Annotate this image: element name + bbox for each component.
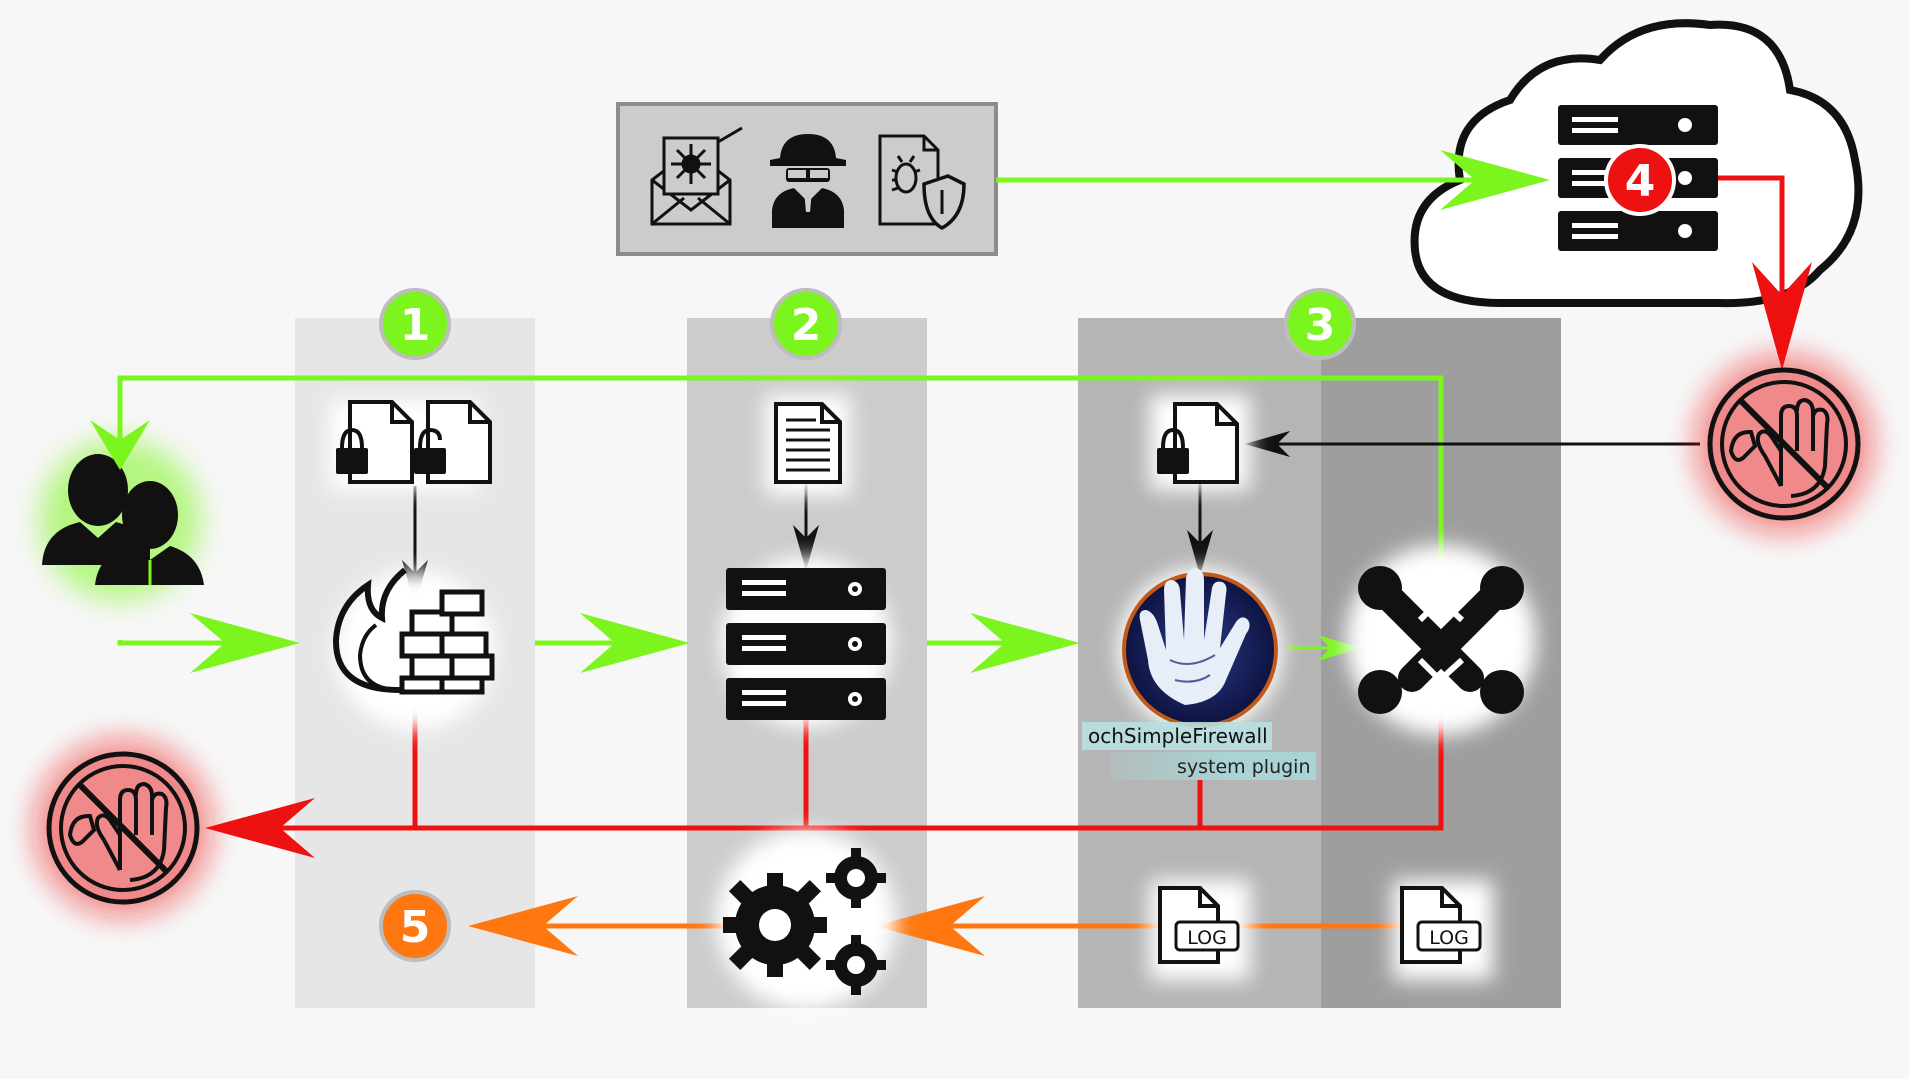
svg-text:2: 2 bbox=[791, 300, 822, 351]
svg-text:1: 1 bbox=[400, 300, 431, 351]
plugin-name-text: ochSimpleFirewall bbox=[1088, 724, 1268, 748]
svg-text:3: 3 bbox=[1305, 300, 1336, 351]
document-icon bbox=[765, 395, 850, 495]
step-badge-4: 4 bbox=[1604, 144, 1676, 216]
locked-files-icon bbox=[330, 400, 492, 490]
bug-shield-icon bbox=[878, 134, 966, 230]
plugin-type-text: system plugin bbox=[1177, 756, 1311, 778]
step-badge-2: 2 bbox=[770, 288, 842, 360]
email-virus-icon bbox=[650, 126, 743, 226]
allow-arrowheads bbox=[90, 150, 1550, 673]
gears-icon bbox=[716, 830, 896, 1010]
log-label-b: LOG bbox=[1429, 927, 1469, 949]
users-icon bbox=[40, 440, 204, 600]
brick-firewall-icon bbox=[332, 567, 495, 730]
allow-path-lines bbox=[117, 177, 1500, 650]
svg-text:4: 4 bbox=[1625, 156, 1656, 207]
spy-icon bbox=[770, 134, 846, 228]
log-path bbox=[468, 896, 1400, 956]
locked-file-icon bbox=[1150, 395, 1250, 490]
stop-hand-icon bbox=[33, 738, 213, 918]
plugin-label: ochSimpleFirewall system plugin bbox=[1082, 722, 1316, 780]
step-badge-1: 1 bbox=[379, 288, 451, 360]
joomla-logo-icon bbox=[1346, 545, 1536, 735]
block-path-lines bbox=[250, 175, 1785, 831]
log-file-icon: LOG bbox=[1150, 880, 1250, 980]
hand-logo-icon bbox=[1118, 568, 1282, 732]
svg-text:5: 5 bbox=[400, 902, 431, 953]
stop-hand-icon bbox=[1694, 354, 1874, 534]
log-label-a: LOG bbox=[1187, 927, 1227, 949]
log-file-icon: LOG bbox=[1393, 880, 1493, 980]
step-badge-5: 5 bbox=[379, 890, 451, 962]
cloud-server-icon bbox=[1558, 105, 1718, 251]
block-arrowheads bbox=[205, 262, 1812, 858]
server-icon bbox=[721, 557, 891, 727]
step-badge-3: 3 bbox=[1284, 288, 1356, 360]
